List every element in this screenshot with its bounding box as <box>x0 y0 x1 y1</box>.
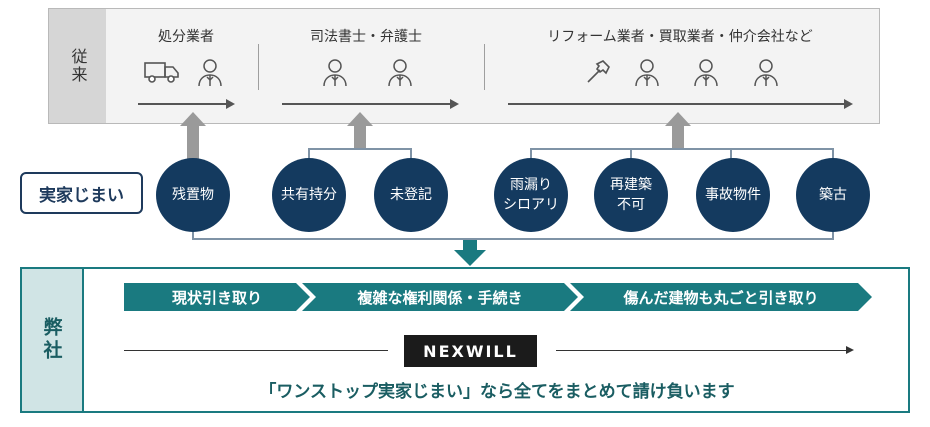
logo-line-left <box>124 350 388 351</box>
connector-line <box>308 148 412 150</box>
person-icon <box>190 56 230 88</box>
up-arrow-shaft <box>187 126 199 161</box>
issue-label: 築古 <box>819 187 847 203</box>
person-icon <box>315 56 355 88</box>
issue-label: シロアリ <box>503 197 559 213</box>
group-title-legal: 司法書士・弁護士 <box>310 29 422 45</box>
conventional-label-text: 従来 <box>68 48 88 84</box>
company-logo: NEXWILL <box>404 335 537 367</box>
person-icon <box>627 56 667 88</box>
person-icon <box>380 56 420 88</box>
arrowhead-reform <box>844 99 853 109</box>
connector-line <box>530 148 834 150</box>
flow-line-disposal <box>138 103 226 105</box>
issue-circle: 事故物件 <box>696 158 770 232</box>
company-label-text: 弊社 <box>40 317 63 363</box>
issue-circle: 築古 <box>796 158 870 232</box>
arrowhead-legal <box>450 99 459 109</box>
issue-label: 残置物 <box>172 187 214 203</box>
flow-line-reform <box>508 103 844 105</box>
truck-icon <box>142 56 182 88</box>
up-arrow-head <box>180 112 206 126</box>
collector-line <box>192 238 834 240</box>
up-arrow-shaft <box>672 126 684 148</box>
connector-line <box>530 148 532 160</box>
jikka-label: 実家じまい <box>20 172 143 214</box>
up-arrow-shaft <box>354 126 366 148</box>
connector-line <box>410 148 412 160</box>
flow-line-legal <box>282 103 450 105</box>
hammer-icon <box>578 56 618 88</box>
logo-line-right <box>556 350 846 351</box>
issue-circle: 雨漏り シロアリ <box>494 158 568 232</box>
issue-label: 共有持分 <box>281 187 337 203</box>
group-title-reform: リフォーム業者・買取業者・仲介会社など <box>547 29 813 45</box>
arrowhead-disposal <box>226 99 235 109</box>
step-chevron: 複雑な権利関係・手続き <box>302 283 578 311</box>
connector-line <box>192 232 194 240</box>
up-arrow-head <box>347 112 373 126</box>
person-icon <box>746 56 786 88</box>
up-arrow-head <box>665 112 691 126</box>
step-chevron: 傷んだ建物も丸ごと引き取り <box>570 283 872 311</box>
group-divider <box>258 44 259 90</box>
issue-circle: 未登記 <box>374 158 448 232</box>
down-arrow-shaft <box>463 240 477 250</box>
issue-label: 事故物件 <box>705 187 761 203</box>
issue-label: 未登記 <box>390 187 432 203</box>
issue-label: 再建築 <box>610 177 652 193</box>
connector-line <box>832 148 834 160</box>
issue-label: 雨漏り <box>510 177 552 193</box>
person-icon <box>686 56 726 88</box>
connector-line <box>730 148 732 160</box>
group-title-disposal: 処分業者 <box>158 29 214 45</box>
issue-circle: 再建築 不可 <box>594 158 668 232</box>
step-label: 複雑な権利関係・手続き <box>357 288 523 307</box>
tagline: 「ワンストップ実家じまい」なら全てをまとめて請け負います <box>259 382 735 402</box>
connector-line <box>630 148 632 160</box>
logo-arrowhead <box>846 346 854 354</box>
step-label: 傷んだ建物も丸ごと引き取り <box>623 288 819 307</box>
company-side-label: 弊社 <box>20 267 84 413</box>
issue-circle: 共有持分 <box>272 158 346 232</box>
down-arrow-head <box>454 250 486 266</box>
issue-circle: 残置物 <box>156 158 230 232</box>
conventional-side-label: 従来 <box>48 8 106 124</box>
group-divider <box>484 44 485 90</box>
connector-line <box>308 148 310 160</box>
issue-label: 不可 <box>617 197 645 213</box>
step-chevron: 現状引き取り <box>124 283 310 311</box>
connector-line <box>832 232 834 240</box>
step-label: 現状引き取り <box>171 288 262 307</box>
